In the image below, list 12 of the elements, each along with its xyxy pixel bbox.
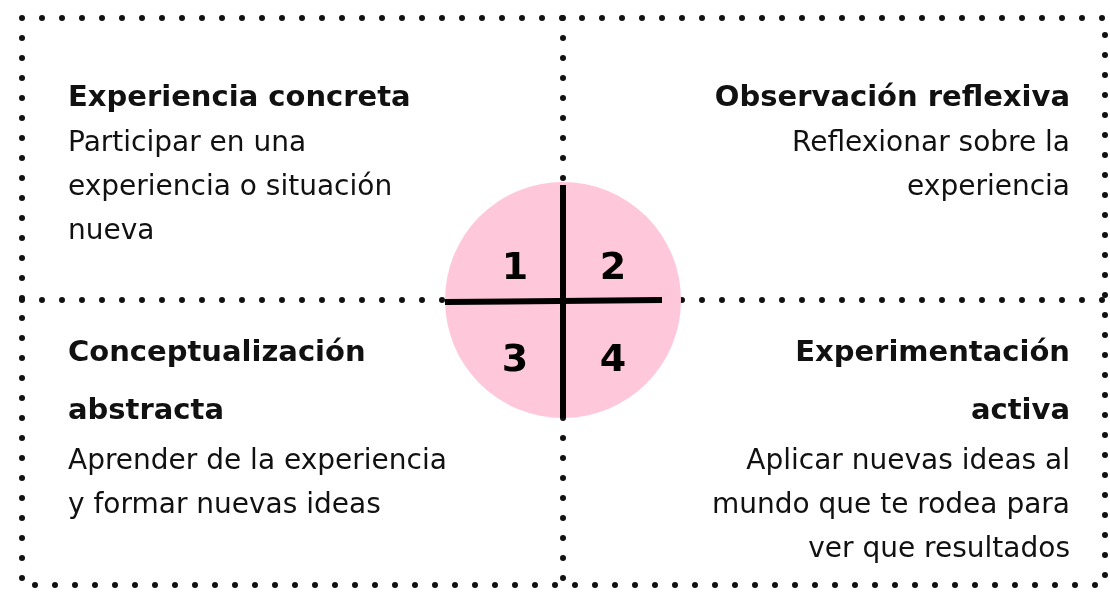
quadrant-number: 4 bbox=[598, 336, 628, 380]
quadrant-description: Aplicar nuevas ideas al mundo que te rodea para ver que resultados bbox=[711, 442, 1070, 566]
quadrant-heading: Conceptualización abstracta bbox=[68, 333, 367, 428]
quadrant-heading: Observación reflexiva bbox=[713, 78, 1070, 115]
quadrant-number: 1 bbox=[500, 244, 530, 288]
quadrant-heading: Experiencia concreta bbox=[68, 78, 412, 115]
quadrant-description: Participar en una experiencia o situación nueva bbox=[68, 124, 394, 248]
quadrant-description: Aprender de la experiencia y formar nuevas ideas bbox=[68, 442, 448, 522]
quadrant-heading: Experimentación activa bbox=[794, 333, 1070, 428]
quadrant-description: Reflexionar sobre la experiencia bbox=[790, 124, 1070, 204]
quadrant-number: 2 bbox=[598, 244, 628, 288]
quadrant-number: 3 bbox=[500, 336, 530, 380]
